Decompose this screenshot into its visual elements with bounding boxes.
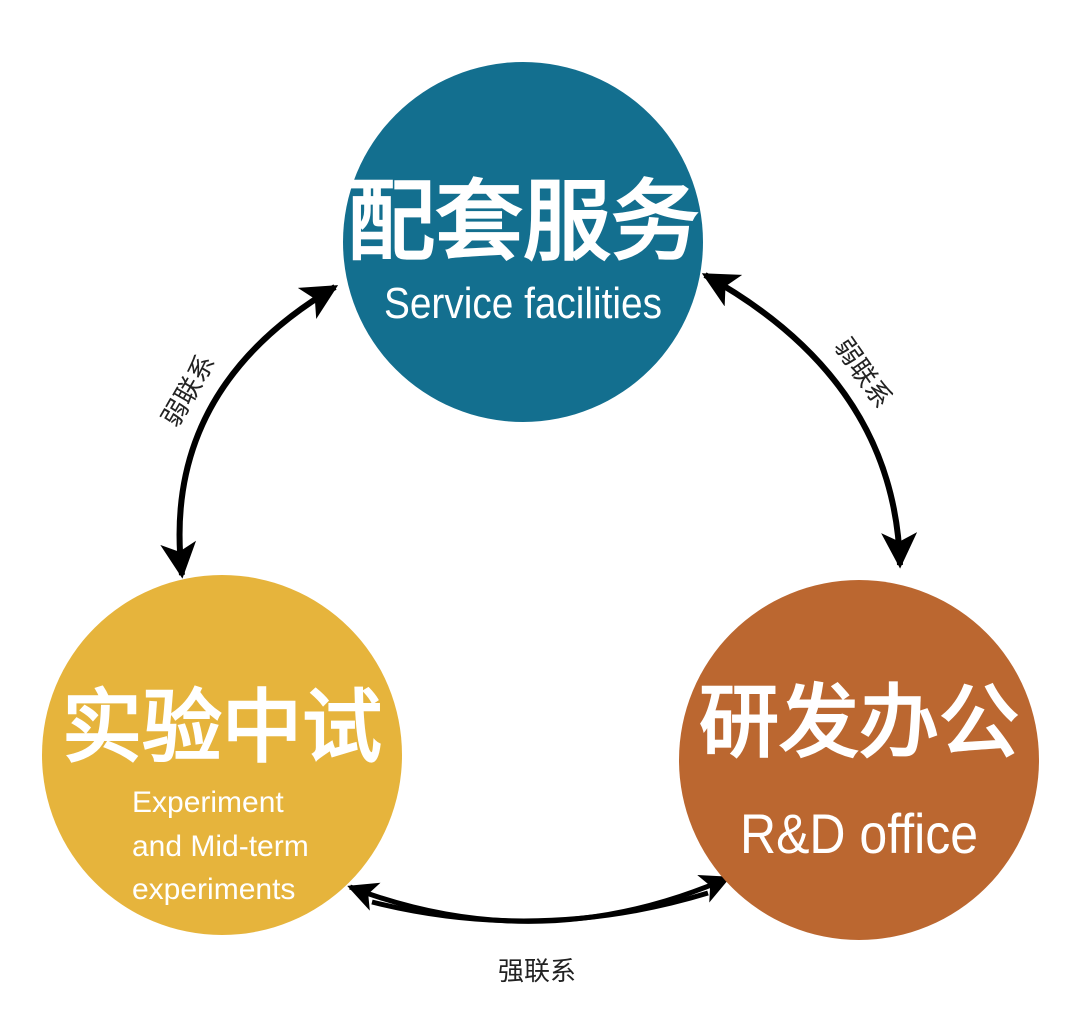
- experiment-title-en-line3: experiments: [132, 873, 295, 906]
- service-circle: [343, 62, 703, 422]
- experiment-title-zh: 实验中试: [62, 681, 382, 774]
- rnd-title-en: R&D office: [740, 802, 978, 865]
- right-weak-arrow: [701, 272, 918, 569]
- bottom-strong-arrow-line-a: [347, 875, 731, 924]
- bottom-link-label: 强联系: [498, 957, 576, 987]
- link-left-weak: 弱联系: [157, 284, 339, 579]
- node-experiment: 实验中试 Experiment and Mid-term experiments: [42, 575, 402, 935]
- left-link-label: 弱联系: [157, 350, 222, 433]
- rnd-title-zh: 研发办公: [699, 676, 1019, 769]
- service-title-zh: 配套服务: [347, 170, 699, 273]
- rnd-circle: [679, 580, 1039, 940]
- experiment-circle: [42, 575, 402, 935]
- experiment-title-en-line1: Experiment: [132, 786, 284, 819]
- service-title-en: Service facilities: [384, 279, 662, 328]
- right-link-label: 弱联系: [828, 333, 897, 414]
- bottom-strong-arrow-line-b: [371, 890, 709, 924]
- link-bottom-strong: 强联系: [347, 875, 731, 987]
- node-service-facilities: 配套服务 Service facilities: [343, 62, 703, 422]
- experiment-title-en-line2: and Mid-term: [132, 830, 309, 863]
- node-rnd-office: 研发办公 R&D office: [679, 580, 1039, 940]
- link-right-weak: 弱联系: [701, 272, 918, 569]
- left-weak-arrow: [160, 284, 339, 579]
